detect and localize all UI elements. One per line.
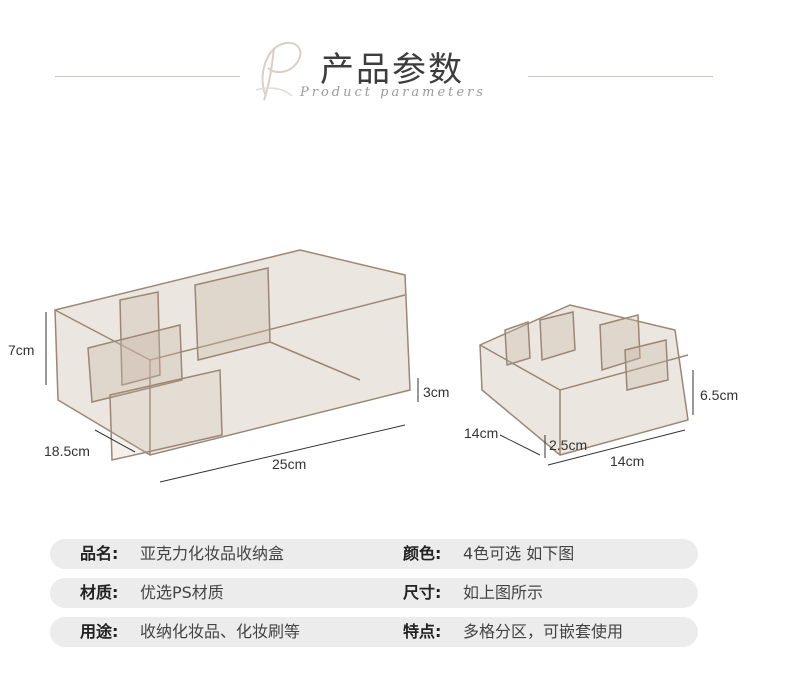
small-depth-label: 14cm [464, 425, 499, 441]
spec-label: 品名: [80, 544, 119, 563]
product-illustration: 7cm 18.5cm 25cm 3cm 14cm 2.5cm 14cm 6.5c… [0, 230, 790, 510]
spec-row: 用途: 收纳化妆品、化妆刷等 特点: 多格分区，可嵌套使用 [50, 617, 698, 647]
large-height-label: 7cm [8, 342, 35, 358]
large-depth-label: 18.5cm [44, 443, 90, 459]
page-title: 产品参数 [320, 50, 464, 90]
page-subtitle: Product parameters [300, 85, 486, 100]
small-step-label: 2.5cm [549, 437, 588, 453]
large-width-label: 25cm [272, 456, 307, 472]
spec-value: 亚克力化妆品收纳盒 [140, 544, 285, 563]
spec-value: 多格分区，可嵌套使用 [463, 622, 624, 641]
spec-value: 优选PS材质 [140, 583, 224, 602]
spec-value: 如上图所示 [463, 583, 544, 602]
spec-value: 收纳化妆品、化妆刷等 [140, 622, 301, 641]
spec-label: 用途: [80, 622, 119, 641]
script-p-logo-icon [255, 41, 302, 101]
large-front-label: 3cm [423, 384, 450, 400]
spec-row: 品名: 亚克力化妆品收纳盒 颜色: 4色可选 如下图 [50, 539, 698, 569]
spec-row: 材质: 优选PS材质 尺寸: 如上图所示 [50, 578, 698, 608]
large-organizer-icon [54, 249, 411, 461]
small-organizer-icon [479, 304, 689, 456]
small-width-label: 14cm [610, 453, 645, 469]
small-height-label: 6.5cm [700, 387, 739, 403]
spec-label: 材质: [80, 583, 119, 602]
dimension-lines [45, 312, 694, 483]
spec-value: 4色可选 如下图 [463, 544, 575, 563]
spec-label: 颜色: [403, 544, 442, 563]
spec-label: 尺寸: [403, 583, 442, 602]
spec-table: 品名: 亚克力化妆品收纳盒 颜色: 4色可选 如下图 材质: 优选PS材质 尺寸… [50, 539, 698, 656]
section-header: 产品参数 Product parameters [0, 30, 790, 120]
organizer-drawing [45, 249, 694, 483]
header-divider-right [528, 76, 713, 77]
header-divider-left [55, 76, 240, 77]
spec-label: 特点: [403, 622, 442, 641]
